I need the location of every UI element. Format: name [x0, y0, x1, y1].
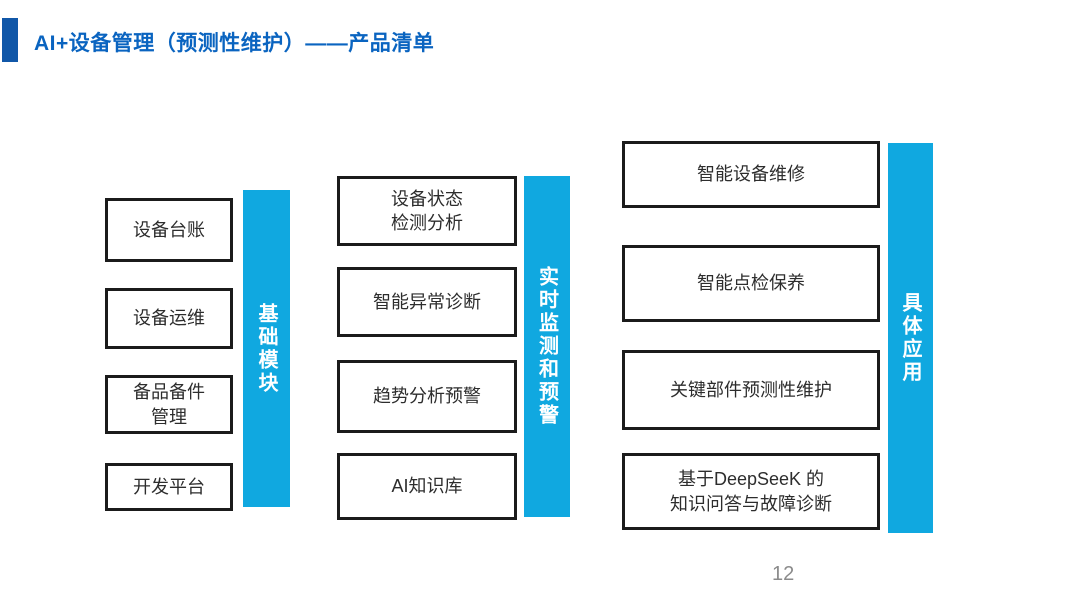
box-label: 备品备件 管理	[133, 382, 205, 427]
title-accent-block	[2, 18, 18, 62]
box-dev-platform: 开发平台	[105, 463, 233, 511]
page-title: AI+设备管理（预测性维护）——产品清单	[34, 32, 435, 55]
box-label: 基于DeepSeeK 的 知识问答与故障诊断	[670, 469, 832, 514]
group-bar-applications: 具体应用	[888, 143, 933, 533]
box-intelligent-anomaly-diagnosis: 智能异常诊断	[337, 267, 517, 337]
box-label: 智能设备维修	[697, 164, 805, 185]
box-label: 设备运维	[133, 308, 205, 329]
box-label: 智能异常诊断	[373, 291, 481, 312]
group-bar-label: 基础模块	[255, 302, 277, 395]
box-label: AI知识库	[391, 476, 463, 497]
group-bar-label: 实时监测和预警	[535, 266, 558, 427]
group-bar-label: 具体应用	[899, 292, 921, 384]
box-smart-equipment-repair: 智能设备维修	[622, 141, 880, 208]
box-label: 设备状态 检测分析	[391, 188, 463, 233]
box-label: 关键部件预测性维护	[670, 379, 832, 400]
page-number: 12	[772, 563, 795, 585]
box-spare-parts-management: 备品备件 管理	[105, 375, 233, 434]
group-bar-realtime-monitoring: 实时监测和预警	[524, 176, 570, 517]
box-status-detection-analysis: 设备状态 检测分析	[337, 176, 517, 246]
box-label: 开发平台	[133, 476, 205, 497]
box-label: 趋势分析预警	[373, 386, 481, 407]
group-bar-basic-modules: 基础模块	[243, 190, 290, 507]
box-equipment-ops: 设备运维	[105, 288, 233, 349]
box-trend-analysis-warning: 趋势分析预警	[337, 360, 517, 433]
box-ai-knowledge-base: AI知识库	[337, 453, 517, 520]
box-label: 设备台账	[133, 219, 205, 240]
box-key-component-predictive-maintenance: 关键部件预测性维护	[622, 350, 880, 430]
box-equipment-ledger: 设备台账	[105, 198, 233, 262]
box-deepseek-qa-fault-diagnosis: 基于DeepSeeK 的 知识问答与故障诊断	[622, 453, 880, 530]
box-smart-inspection-maintenance: 智能点检保养	[622, 245, 880, 322]
box-label: 智能点检保养	[697, 273, 805, 294]
